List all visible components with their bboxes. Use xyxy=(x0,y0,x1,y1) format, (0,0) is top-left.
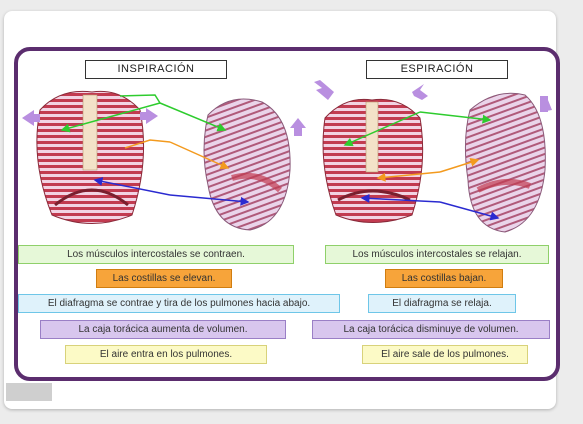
label-diaphragm-relaxes: El diafragma se relaja. xyxy=(368,294,516,313)
inspiration-title: INSPIRACIÓN xyxy=(85,60,227,79)
label-diaphragm-contracts: El diafragma se contrae y tira de los pu… xyxy=(18,294,340,313)
label-ribs-lower: Las costillas bajan. xyxy=(385,269,503,288)
ribcage-side-left xyxy=(204,99,290,230)
label-air-exits: El aire sale de los pulmones. xyxy=(362,345,528,364)
label-air-enters: El aire entra en los pulmones. xyxy=(65,345,267,364)
label-muscles-contract: Los músculos intercostales se contraen. xyxy=(18,245,294,264)
expiration-title: ESPIRACIÓN xyxy=(366,60,508,79)
ribcage-side-right xyxy=(465,93,545,232)
label-muscles-relax: Los músculos intercostales se relajan. xyxy=(325,245,549,264)
label-volume-decreases: La caja torácica disminuye de volumen. xyxy=(312,320,550,339)
label-volume-increases: La caja torácica aumenta de volumen. xyxy=(40,320,286,339)
label-ribs-rise: Las costillas se elevan. xyxy=(96,269,232,288)
